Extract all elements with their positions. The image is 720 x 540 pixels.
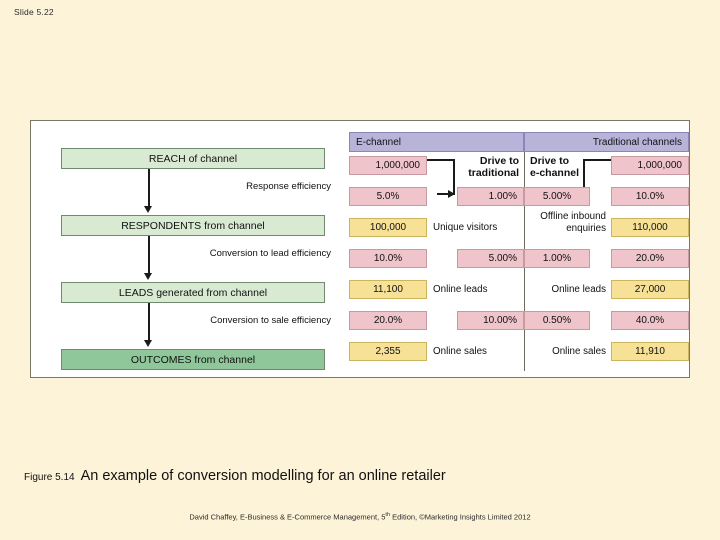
label-online-sales-echannel: Online sales (433, 346, 487, 357)
elbow-left-top-segment (427, 159, 455, 161)
cell-response-efficiency-traditional: 10.0% (611, 187, 689, 206)
label-offline-inbound-enquiries: Offline inbound enquiries (524, 211, 606, 234)
flow-arrow-line-3 (148, 303, 150, 341)
stage-reach-label: REACH of channel (148, 152, 238, 165)
footer-edition-superscript: th (385, 512, 391, 518)
figure-caption: Figure 5.14 An example of conversion mod… (24, 468, 446, 484)
cell-respondents-echannel-value: 100,000 (349, 218, 427, 237)
flow-arrow-line-1 (148, 169, 150, 207)
stage-reach: REACH of channel (61, 148, 325, 169)
offline-inbound-line1: Offline inbound (540, 211, 606, 222)
cell-response-efficiency-echannel: 5.0% (349, 187, 427, 206)
flow-arrow-head-1 (144, 206, 152, 213)
efficiency-label-lead: Conversion to lead efficiency (209, 248, 331, 259)
elbow-left-bottom-segment (437, 193, 455, 195)
label-online-leads-traditional: Online leads (551, 284, 606, 295)
drive-to-echannel-line2: e-channel (530, 167, 580, 179)
cell-sale-efficiency-drive-to-traditional: 10.00% (457, 311, 524, 330)
label-drive-to-echannel: Drive to e-channel (530, 155, 594, 179)
cell-outcomes-traditional-value: 11,910 (611, 342, 689, 361)
label-drive-to-traditional: Drive to traditional (457, 155, 519, 179)
stage-leads-label: LEADS generated from channel (118, 286, 268, 299)
slide-footer: David Chaffey, E-Business & E-Commerce M… (0, 512, 720, 522)
flow-arrow-line-2 (148, 236, 150, 274)
header-traditional-channels: Traditional channels (524, 132, 689, 152)
cell-sale-efficiency-drive-to-echannel: 0.50% (524, 311, 590, 330)
label-unique-visitors: Unique visitors (433, 222, 498, 233)
flow-arrow-head-2 (144, 273, 152, 280)
cell-outcomes-echannel-value: 2,355 (349, 342, 427, 361)
stage-respondents: RESPONDENTS from channel (61, 215, 325, 236)
header-e-channel: E-channel (349, 132, 524, 152)
elbow-left-arrowhead (448, 190, 455, 198)
stage-respondents-label: RESPONDENTS from channel (121, 219, 265, 232)
footer-author-part: David Chaffey, E-Business & E-Commerce M… (189, 512, 386, 522)
cell-leads-echannel-value: 11,100 (349, 280, 427, 299)
cell-response-efficiency-drive-to-traditional: 1.00% (457, 187, 524, 206)
cell-reach-traditional: 1,000,000 (611, 156, 689, 175)
cell-lead-efficiency-traditional: 20.0% (611, 249, 689, 268)
drive-to-traditional-line2: traditional (468, 167, 519, 179)
elbow-right-vertical-segment (583, 159, 585, 194)
cell-leads-traditional-value: 27,000 (611, 280, 689, 299)
figure-title: An example of conversion modelling for a… (80, 468, 446, 484)
figure-number: Figure 5.14 (24, 472, 75, 483)
stage-leads: LEADS generated from channel (61, 282, 325, 303)
cell-response-efficiency-drive-to-echannel: 5.00% (524, 187, 590, 206)
stage-outcomes: OUTCOMES from channel (61, 349, 325, 370)
channel-matrix: E-channel Traditional channels 1,000,000… (349, 121, 689, 377)
conversion-flow: REACH of channel RESPONDENTS from channe… (53, 133, 343, 370)
cell-sale-efficiency-echannel: 20.0% (349, 311, 427, 330)
offline-inbound-line2: enquiries (566, 222, 606, 234)
cell-sale-efficiency-traditional: 40.0% (611, 311, 689, 330)
cell-respondents-traditional-value: 110,000 (611, 218, 689, 237)
label-online-sales-traditional: Online sales (552, 346, 606, 357)
stage-outcomes-label: OUTCOMES from channel (130, 353, 256, 366)
label-online-leads-echannel: Online leads (433, 284, 488, 295)
elbow-left-vertical-segment (453, 159, 455, 194)
cell-lead-efficiency-drive-to-traditional: 5.00% (457, 249, 524, 268)
cell-reach-echannel: 1,000,000 (349, 156, 427, 175)
efficiency-label-response: Response efficiency (246, 181, 331, 192)
flow-arrow-head-3 (144, 340, 152, 347)
drive-to-traditional-line1: Drive to (479, 155, 519, 167)
drive-to-echannel-line1: Drive to (530, 155, 570, 167)
elbow-right-top-segment (583, 159, 611, 161)
slide-number: Slide 5.22 (14, 7, 54, 17)
efficiency-label-sale: Conversion to sale efficiency (210, 315, 331, 326)
figure-frame: REACH of channel RESPONDENTS from channe… (30, 120, 690, 378)
cell-lead-efficiency-drive-to-echannel: 1.00% (524, 249, 590, 268)
cell-lead-efficiency-echannel: 10.0% (349, 249, 427, 268)
footer-copyright-part: Edition, ©Marketing Insights Limited 201… (390, 512, 531, 522)
